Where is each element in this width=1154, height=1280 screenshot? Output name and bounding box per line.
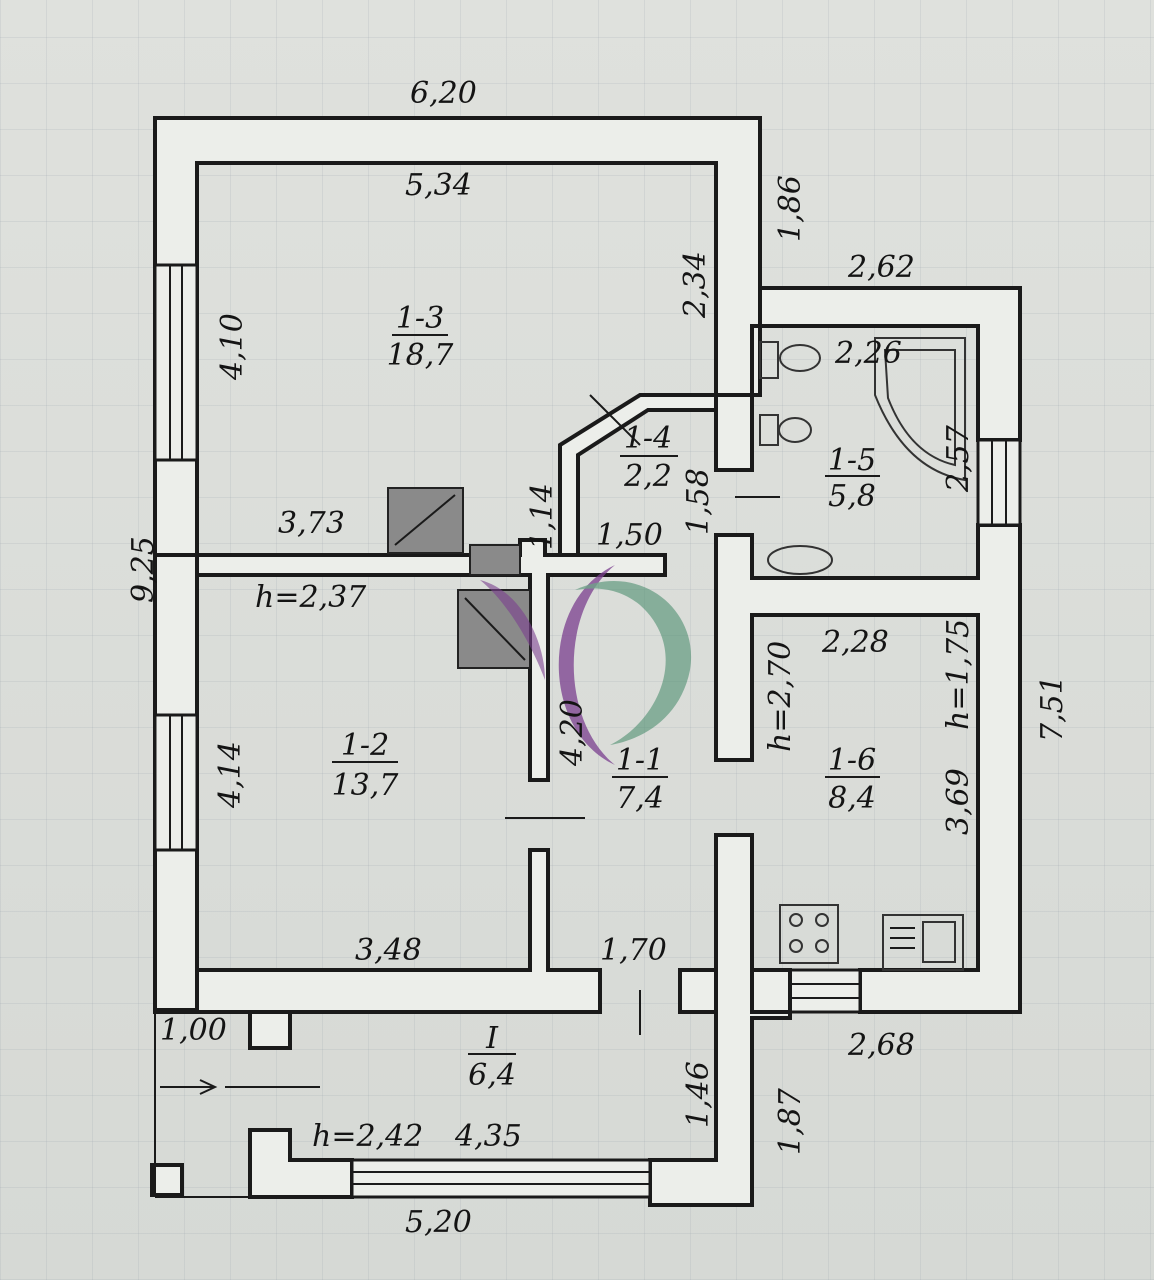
bidet-icon: [759, 414, 812, 446]
dim-east-top: 1,86: [773, 175, 808, 242]
room-1-4: 1-4 2,2: [620, 421, 678, 494]
door-swing-14: [589, 394, 641, 446]
dim-porch-left: 1,00: [160, 1013, 227, 1048]
svg-text:7,4: 7,4: [616, 781, 664, 816]
dim-r16-right: 3,69: [941, 768, 976, 835]
dim-porch-ceiling: h=2,42: [312, 1119, 423, 1154]
wall-room-14: [558, 393, 718, 557]
svg-text:1-6: 1-6: [828, 743, 876, 778]
porch-post: [150, 1163, 184, 1197]
svg-text:13,7: 13,7: [332, 768, 400, 803]
dim-r14-right: 1,58: [681, 468, 716, 535]
dim-r14-bottom: 1,50: [596, 518, 663, 553]
svg-text:1-5: 1-5: [828, 443, 876, 478]
dim-r13-bottom: 3,73: [278, 506, 345, 541]
room-1-3: 1-3 18,7: [387, 301, 455, 373]
dim-r13-right: 2,34: [678, 251, 713, 319]
watermark-logo: [480, 565, 692, 765]
svg-text:1-4: 1-4: [624, 421, 672, 456]
window-west-bottom: [153, 713, 199, 852]
kitchen-sink-icon: [882, 914, 964, 971]
room-porch-I: I 6,4: [468, 1021, 516, 1093]
svg-text:6,4: 6,4: [468, 1058, 516, 1093]
stove-icon: [779, 904, 839, 964]
svg-text:1-3: 1-3: [396, 301, 444, 336]
dim-east-bottom: 1,87: [773, 1087, 808, 1155]
dim-r15-right: 2,57: [941, 424, 976, 493]
dim-r16-bottom: 2,68: [847, 1028, 915, 1063]
toilet-icon: [759, 341, 821, 379]
dim-r16-height: h=1,75: [941, 619, 976, 730]
room-1-2: 1-2 13,7: [332, 728, 400, 803]
wall-south-right: [678, 968, 718, 1014]
dim-r16-top: 2,28: [821, 625, 889, 660]
bathtub-icon: [874, 337, 966, 482]
dim-r15-top-outer: 2,62: [847, 250, 915, 285]
window-east-bath: [976, 438, 1022, 527]
room-1-1: 1-1 7,4: [612, 743, 668, 816]
window-kitchen: [788, 968, 862, 1014]
dim-outer-top: 6,20: [410, 76, 477, 111]
svg-text:18,7: 18,7: [387, 338, 455, 373]
dim-r13-left: 4,10: [215, 313, 250, 381]
dim-r11-left: 4,20: [555, 699, 590, 767]
sink-icon: [767, 545, 833, 575]
room-1-5: 1-5 5,8: [825, 443, 880, 514]
dim-r11-height: h=2,70: [763, 641, 798, 752]
dim-r12-bottom: 3,48: [355, 933, 422, 968]
svg-text:2,2: 2,2: [623, 459, 672, 494]
dim-r13-top: 5,34: [405, 168, 472, 203]
wall-south-main: [153, 848, 602, 1014]
dim-outer-right: 7,51: [1035, 675, 1070, 742]
dim-porch-inner: 4,35: [454, 1119, 522, 1154]
wall-divider-13-12: [195, 538, 667, 782]
svg-text:I: I: [485, 1021, 499, 1056]
room-1-6: 1-6 8,4: [825, 743, 880, 816]
wall-east-lower: [648, 833, 792, 1207]
dim-corr-vert: 1,14: [525, 483, 560, 550]
svg-text:1-2: 1-2: [341, 728, 389, 763]
window-porch-south: [350, 1158, 652, 1199]
dim-ceiling-main: h=2,37: [255, 580, 367, 615]
window-west-top: [153, 263, 199, 462]
svg-text:8,4: 8,4: [828, 781, 876, 816]
kitchen-pier: [750, 968, 792, 1014]
dim-r12-left: 4,14: [213, 741, 248, 809]
wall-porch: [248, 1010, 292, 1050]
dim-overall-left: 9,25: [126, 536, 161, 603]
dim-outer-bottom: 5,20: [405, 1205, 472, 1240]
svg-text:1-1: 1-1: [616, 743, 664, 778]
dim-r15-top-inner: 2,26: [834, 336, 902, 371]
dim-r11-bottom: 1,70: [600, 933, 667, 968]
dim-porch-right: 1,46: [681, 1061, 716, 1128]
svg-text:5,8: 5,8: [828, 479, 876, 514]
